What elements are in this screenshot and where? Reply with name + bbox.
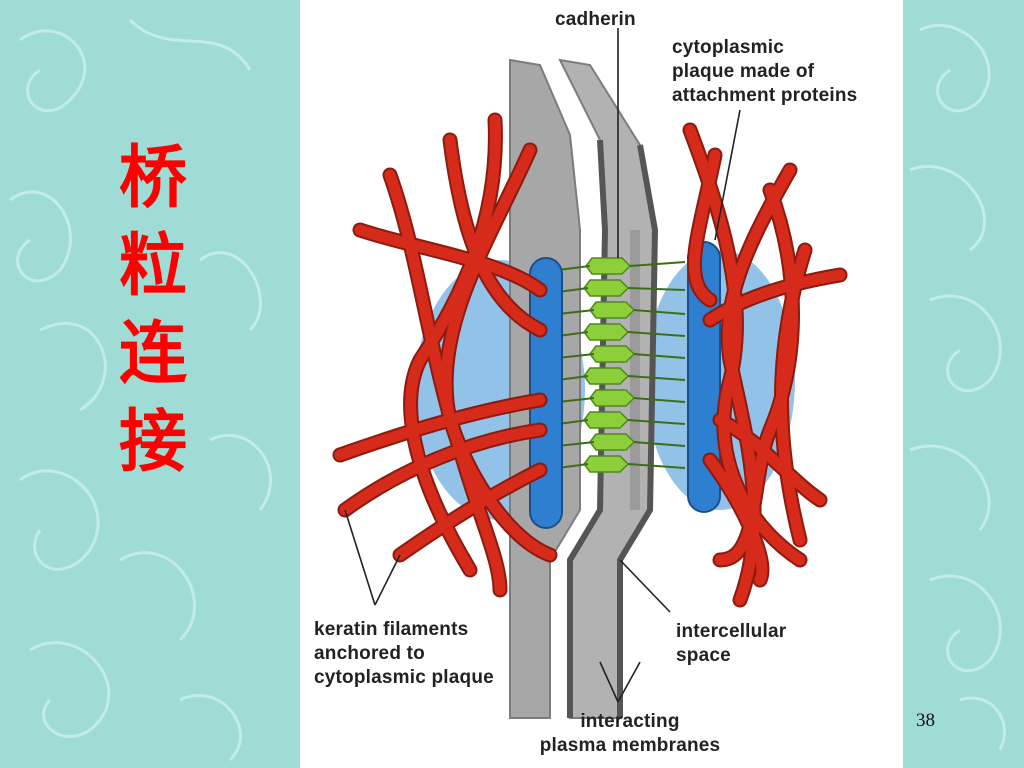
title-char-2: 粒 xyxy=(118,227,187,306)
label-cadherin-text: cadherin xyxy=(555,9,636,30)
title-char-3: 连 xyxy=(118,315,187,394)
label-keratin-line-1: keratin filaments xyxy=(314,619,469,640)
label-membranes-line-1: interacting xyxy=(580,711,680,732)
leader-lines xyxy=(344,28,741,703)
label-keratin-line-2: anchored to xyxy=(314,643,425,664)
keratin-filaments-left xyxy=(332,112,558,598)
label-intercellular-line-1: intercellular xyxy=(676,621,787,642)
label-plaque-line-1: cytoplasmic xyxy=(672,37,785,58)
left-cytoplasmic-plaque xyxy=(529,257,563,529)
label-keratin-line-3: cytoplasmic plaque xyxy=(314,667,494,688)
plasma-membranes xyxy=(509,58,659,719)
label-cadherin: cadherin xyxy=(555,8,636,32)
label-intercellular-space: intercellular space xyxy=(676,620,786,668)
label-plaque-line-3: attachment proteins xyxy=(672,85,858,106)
title-char-1: 桥 xyxy=(118,139,187,218)
label-keratin-filaments: keratin filaments anchored to cytoplasmi… xyxy=(314,618,494,690)
label-intercellular-line-2: space xyxy=(676,645,731,666)
title-char-4: 接 xyxy=(118,403,187,482)
desmosome-diagram xyxy=(332,28,848,719)
slide-title: 桥 粒 连 接 xyxy=(108,135,198,487)
label-cytoplasmic-plaque: cytoplasmic plaque made of attachment pr… xyxy=(672,36,857,108)
cadherin-molecules xyxy=(583,257,636,473)
page-number: 38 xyxy=(916,710,935,731)
label-plasma-membranes: interacting plasma membranes xyxy=(500,710,760,758)
label-plaque-line-2: plaque made of xyxy=(672,61,815,82)
keratin-filaments-right xyxy=(682,122,848,608)
label-membranes-line-2: plasma membranes xyxy=(539,735,721,756)
